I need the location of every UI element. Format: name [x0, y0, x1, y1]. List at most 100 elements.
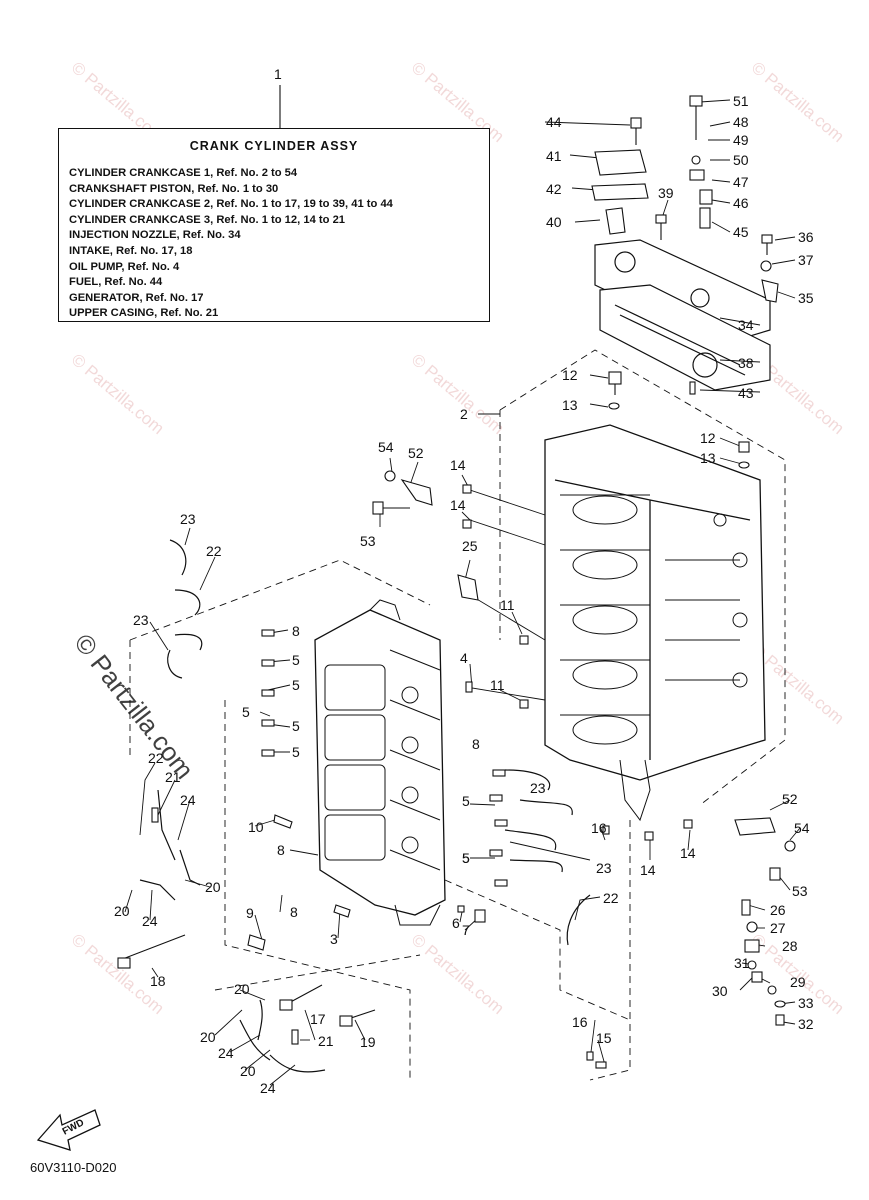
- fasteners: [117, 95, 796, 1069]
- callout-number: 27: [770, 920, 786, 936]
- callout-number: 5: [292, 652, 300, 668]
- callout-number: 23: [180, 511, 196, 527]
- callout-number: 16: [591, 820, 607, 836]
- assembly-ref-line: FUEL, Ref. No. 44: [69, 276, 163, 289]
- callout-number: 43: [738, 385, 754, 401]
- callout-number: 8: [472, 736, 480, 752]
- callout-number: 14: [680, 845, 696, 861]
- callout-number: 3: [330, 931, 338, 947]
- callout-number: 10: [248, 819, 264, 835]
- callout-number: 24: [260, 1080, 276, 1096]
- callout-number: 24: [142, 913, 158, 929]
- callout-number: 35: [798, 290, 814, 306]
- callout-number: 49: [733, 132, 749, 148]
- cylinder-crankcase-left: [314, 599, 446, 926]
- callout-number: 38: [738, 355, 754, 371]
- callout-number: 6: [452, 915, 460, 931]
- callout-number: 11: [500, 597, 515, 613]
- callout-number: 54: [378, 439, 394, 455]
- callout-number: 15: [596, 1030, 612, 1046]
- callout-number: 34: [738, 317, 754, 333]
- callout-number: 26: [770, 902, 786, 918]
- callout-number: 9: [246, 905, 254, 921]
- callout-number: 14: [450, 457, 466, 473]
- callout-number: 40: [546, 214, 562, 230]
- assembly-ref-list: CYLINDER CRANKCASE 1, Ref. No. 2 to 54 C…: [69, 166, 393, 322]
- callout-number: 2: [460, 406, 468, 422]
- callout-number: 13: [700, 450, 716, 466]
- assembly-ref-line: UPPER CASING, Ref. No. 21: [69, 307, 219, 320]
- assembly-envelope-dashed: [129, 349, 786, 1081]
- callout-number: 44: [546, 114, 562, 130]
- callout-number: 52: [782, 791, 798, 807]
- callout-number: 20: [234, 981, 250, 997]
- callout-number: 31: [734, 955, 750, 971]
- assembly-title: CRANK CYLINDER ASSY: [189, 139, 359, 153]
- callout-number: 23: [530, 780, 546, 796]
- callout-number: 48: [733, 114, 749, 130]
- callout-number: 22: [603, 890, 619, 906]
- callout-number: 52: [408, 445, 424, 461]
- callout-number: 24: [180, 792, 196, 808]
- callout-number: 50: [733, 152, 749, 168]
- assembly-ref-line: CYLINDER CRANKCASE 2, Ref. No. 1 to 17, …: [69, 198, 393, 211]
- callout-number: 39: [658, 185, 674, 201]
- assembly-ref-line: INJECTION NOZZLE, Ref. No. 34: [69, 229, 241, 242]
- callout-number: 5: [242, 704, 250, 720]
- callout-number: 22: [206, 543, 222, 559]
- callout-number: 5: [292, 677, 300, 693]
- callout-number: 36: [798, 229, 814, 245]
- callout-number: 29: [790, 974, 806, 990]
- callout-number: 18: [150, 973, 166, 989]
- assembly-ref-line: CRANKSHAFT PISTON, Ref. No. 1 to 30: [69, 182, 279, 195]
- callout-number: 37: [798, 252, 814, 268]
- callout-number: 21: [165, 769, 181, 785]
- callout-number: 46: [733, 195, 749, 211]
- callout-number: 22: [148, 750, 164, 766]
- callout-number: 19: [360, 1034, 376, 1050]
- callout-number: 8: [292, 623, 300, 639]
- callout-number: 5: [462, 850, 470, 866]
- assembly-ref-line: GENERATOR, Ref. No. 17: [69, 291, 204, 304]
- callout-number: 20: [114, 903, 130, 919]
- callout-number: 4: [460, 650, 468, 666]
- callout-number: 11: [490, 677, 505, 693]
- callout-number: 42: [546, 181, 562, 197]
- callout-number: 54: [794, 820, 810, 836]
- callout-number: 41: [546, 148, 562, 164]
- callout-number: 24: [218, 1045, 234, 1061]
- callout-number: 7: [462, 922, 470, 938]
- assembly-ref-line: CYLINDER CRANKCASE 1, Ref. No. 2 to 54: [69, 167, 298, 179]
- callout-number: 53: [792, 883, 808, 899]
- callout-number: 23: [596, 860, 612, 876]
- callout-number: 28: [782, 938, 798, 954]
- assembly-ref-line: CYLINDER CRANKCASE 3, Ref. No. 1 to 12, …: [69, 213, 346, 226]
- callout-number: 21: [318, 1033, 334, 1049]
- hoses: [139, 539, 591, 1073]
- callout-number: 14: [450, 497, 466, 513]
- callout-number: 12: [700, 430, 716, 446]
- callout-number: 8: [290, 904, 298, 920]
- callout-number: 33: [798, 995, 814, 1011]
- callout-number: 20: [205, 879, 221, 895]
- assembly-ref-line: OIL PUMP, Ref. No. 4: [69, 260, 180, 273]
- diagram-code: 60V3110-D020: [30, 1160, 117, 1175]
- callout-number: 51: [733, 93, 749, 109]
- assembly-info-box: CRANK CYLINDER ASSY CYLINDER CRANKCASE 1…: [58, 128, 490, 322]
- cylinder-crankcase-right: [544, 424, 766, 822]
- callout-number: 20: [240, 1063, 256, 1079]
- callout-number: 45: [733, 224, 749, 240]
- callout-number: 30: [712, 983, 728, 999]
- callout-number: 25: [462, 538, 478, 554]
- callout-number: 32: [798, 1016, 814, 1032]
- assembly-ref-number: 1: [274, 66, 282, 82]
- assembly-ref-line: INTAKE, Ref. No. 17, 18: [69, 244, 193, 257]
- callout-number: 5: [292, 718, 300, 734]
- callout-number: 8: [277, 842, 285, 858]
- callout-number: 5: [462, 850, 470, 866]
- callout-number: 16: [572, 1014, 588, 1030]
- callout-number: 14: [640, 862, 656, 878]
- callout-number: 12: [562, 367, 578, 383]
